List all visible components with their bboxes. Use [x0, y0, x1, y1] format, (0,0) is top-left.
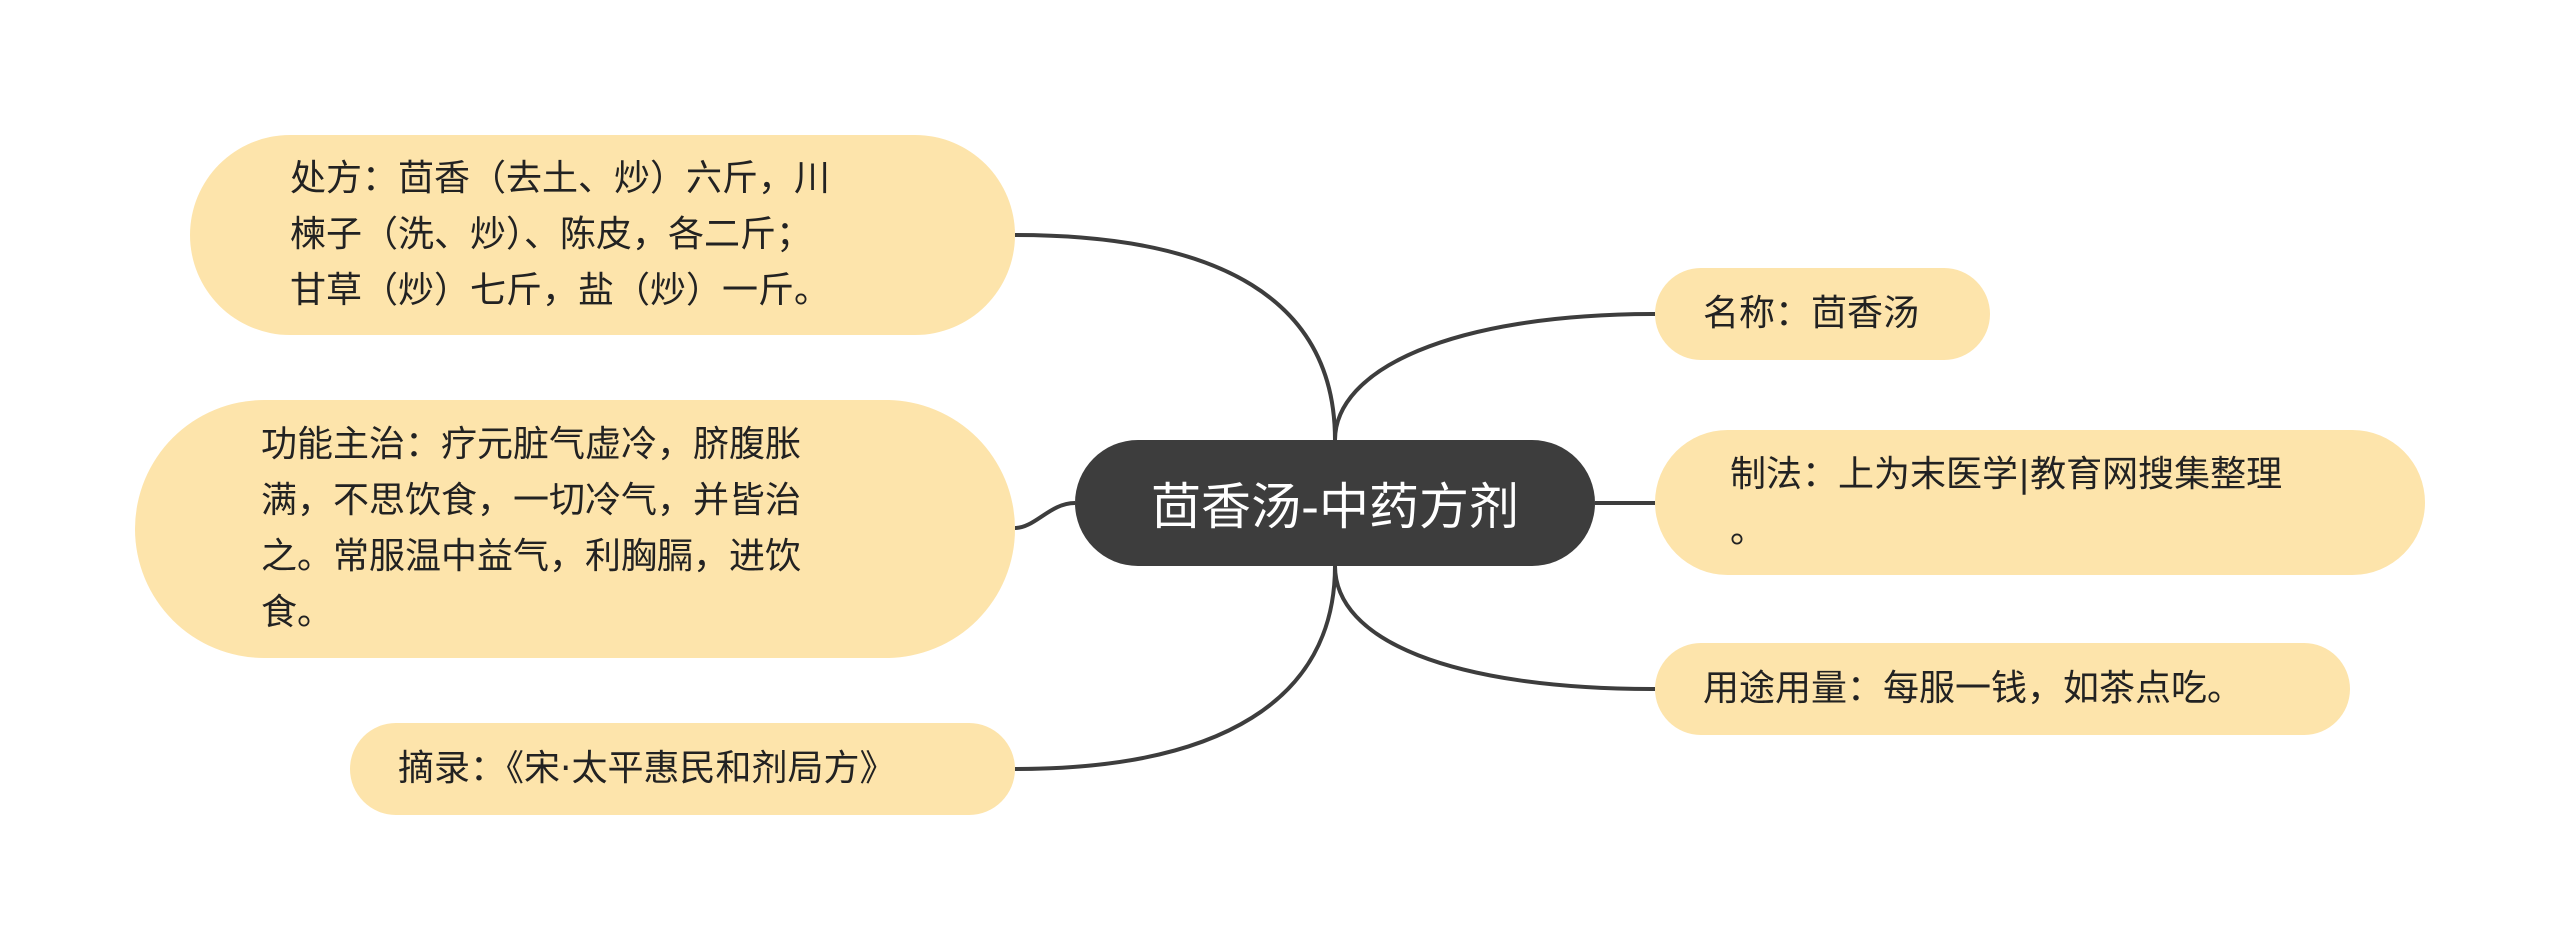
branch-method-text: 制法：上为末医学|教育网搜集整理 。: [1730, 453, 2283, 551]
central-topic-label: 茴香汤-中药方剂: [1150, 478, 1520, 536]
connector-to-source: [1014, 565, 1337, 771]
connector-to-prescription: [1014, 233, 1337, 441]
branch-name[interactable]: 名称：茴香汤: [1655, 268, 1990, 360]
branch-usage[interactable]: 用途用量：每服一钱，如茶点吃。: [1655, 643, 2350, 735]
connector-to-function: [1014, 501, 1076, 530]
branch-name-text: 名称：茴香汤: [1703, 293, 1920, 334]
connector-to-usage: [1333, 565, 1656, 691]
branch-method[interactable]: 制法：上为末医学|教育网搜集整理 。: [1655, 430, 2425, 575]
branch-usage-text: 用途用量：每服一钱，如茶点吃。: [1703, 668, 2244, 709]
branch-function[interactable]: 功能主治：疗元脏气虚冷，脐腹胀 满，不思饮食，一切冷气，并皆治 之。常服温中益气…: [135, 400, 1015, 658]
central-topic[interactable]: 茴香汤-中药方剂: [1075, 440, 1595, 566]
connector-to-name: [1333, 312, 1656, 441]
branch-source-text: 摘录：《宋·太平惠民和剂局方》: [398, 748, 896, 789]
branch-function-text: 功能主治：疗元脏气虚冷，脐腹胀 满，不思饮食，一切冷气，并皆治 之。常服温中益气…: [261, 424, 802, 633]
branch-prescription-text: 处方：茴香（去土、炒）六斤，川 楝子（洗、炒）、陈皮，各二斤； 甘草（炒）七斤，…: [290, 158, 831, 311]
branch-source[interactable]: 摘录：《宋·太平惠民和剂局方》: [350, 723, 1015, 815]
branch-prescription[interactable]: 处方：茴香（去土、炒）六斤，川 楝子（洗、炒）、陈皮，各二斤； 甘草（炒）七斤，…: [190, 135, 1015, 335]
